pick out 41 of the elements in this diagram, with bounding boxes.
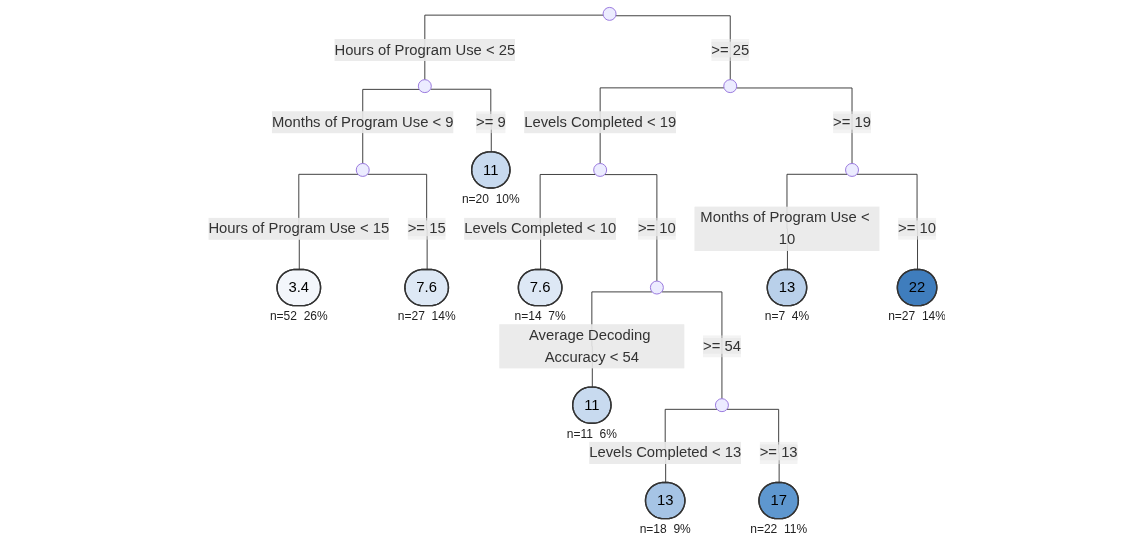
edge-label: Levels Completed < 10 xyxy=(464,220,617,237)
node-circle xyxy=(715,398,730,413)
edge-label: >= 10 xyxy=(638,220,677,237)
connector xyxy=(615,15,732,81)
connector xyxy=(367,173,428,271)
edge-label: >= 15 xyxy=(408,220,447,237)
node-label: n=22 11% xyxy=(750,522,808,537)
connector xyxy=(856,173,919,271)
node-label: n=14 7% xyxy=(514,309,567,324)
edge-label: >= 10 xyxy=(898,220,937,237)
edge-label: >= 25 xyxy=(711,41,750,58)
node-label: n=52 26% xyxy=(270,309,329,324)
connector xyxy=(604,174,658,282)
connector xyxy=(600,87,725,164)
connector xyxy=(430,88,493,153)
node-circle xyxy=(650,280,665,295)
node-circle xyxy=(845,163,860,177)
edge-label: Average Decoding Accuracy < 54 xyxy=(529,326,652,365)
edge-label: Levels Completed < 13 xyxy=(589,444,742,461)
node-circle xyxy=(593,163,608,177)
edge-label: Months of Program Use < 9 xyxy=(272,113,454,130)
edge-label: >= 54 xyxy=(703,338,742,354)
node-label: n=11 6% xyxy=(567,427,618,442)
edge-label: Hours of Program Use < 25 xyxy=(334,41,516,58)
edge-label: Months of Program Use < 10 xyxy=(700,209,870,248)
node-label: n=18 9% xyxy=(640,522,692,537)
node-circle xyxy=(356,163,371,177)
edge-label: Hours of Program Use < 15 xyxy=(208,220,390,237)
node-circle xyxy=(603,6,617,21)
node-circle xyxy=(418,79,433,94)
connector xyxy=(736,87,853,164)
node-label: n=7 4% xyxy=(765,309,810,324)
node-circle xyxy=(723,79,738,94)
edge-label: Levels Completed < 19 xyxy=(524,113,677,130)
connector xyxy=(424,14,605,81)
node-label: n=20 10% xyxy=(462,191,521,206)
connector xyxy=(661,291,723,400)
edge-label: >= 9 xyxy=(476,113,507,130)
node-label: n=27 14% xyxy=(398,309,456,324)
edge-label: >= 13 xyxy=(760,444,799,461)
edge-label: >= 19 xyxy=(833,113,872,130)
